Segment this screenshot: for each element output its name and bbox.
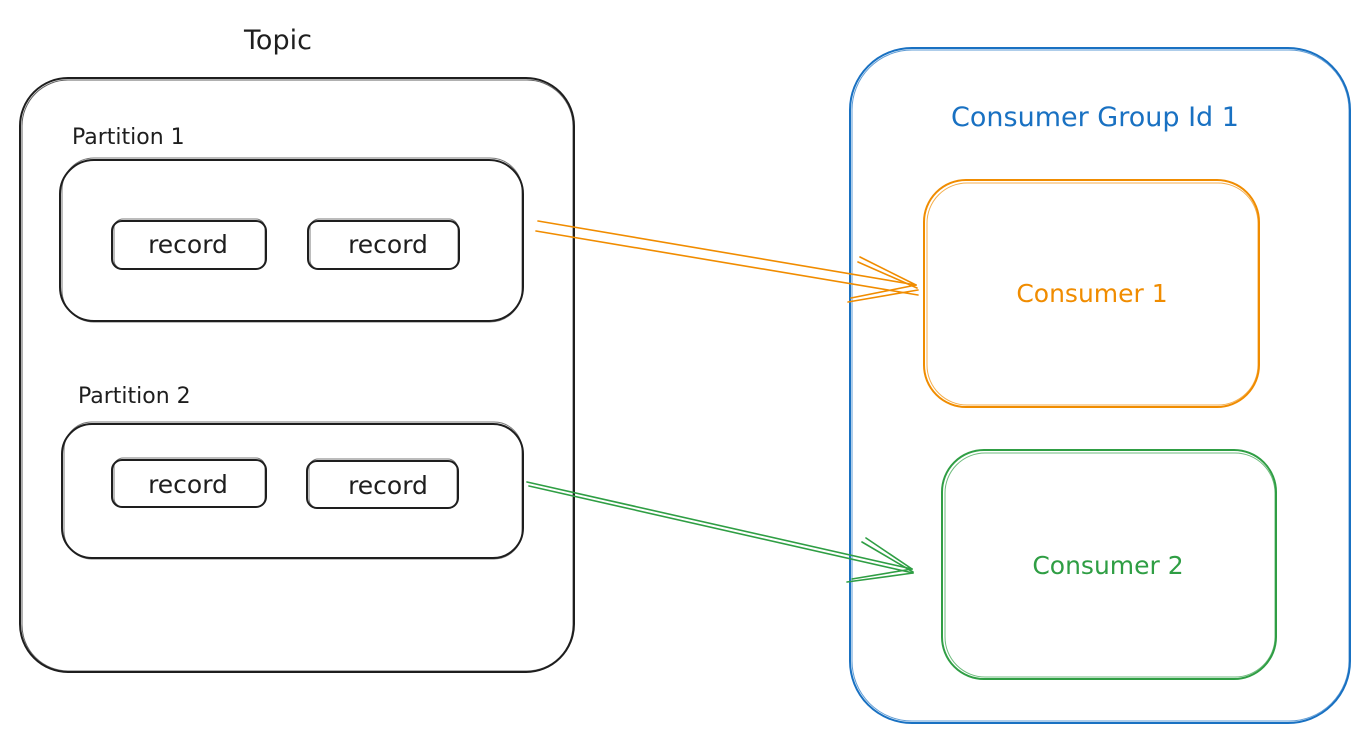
arrow-partition-1-to-consumer-1 <box>535 220 919 303</box>
topic-container <box>19 77 575 673</box>
arrow-partition-2-to-consumer-2 <box>526 481 914 583</box>
record-label: record <box>148 230 228 259</box>
partition-1-label: Partition 1 <box>72 125 185 150</box>
partition-2-label: Partition 2 <box>78 384 191 409</box>
partition-1-record-1: record <box>111 218 267 270</box>
partition-2-record-2: record <box>306 458 459 509</box>
record-label: record <box>148 470 228 499</box>
consumer-1-label: Consumer 1 <box>1016 279 1167 308</box>
consumer-group-container <box>849 47 1351 724</box>
partition-1-box <box>59 157 524 323</box>
topic-title: Topic <box>243 25 312 56</box>
record-label: record <box>348 230 428 259</box>
record-label: record <box>348 471 428 500</box>
consumer-1-box <box>923 179 1260 408</box>
partition-2-box <box>61 421 524 560</box>
consumer-group-title: Consumer Group Id 1 <box>951 102 1239 133</box>
consumer-2-box <box>941 449 1277 680</box>
partition-1-record-2: record <box>307 218 460 270</box>
partition-2-record-1: record <box>111 457 267 508</box>
consumer-2-label: Consumer 2 <box>1032 551 1183 580</box>
